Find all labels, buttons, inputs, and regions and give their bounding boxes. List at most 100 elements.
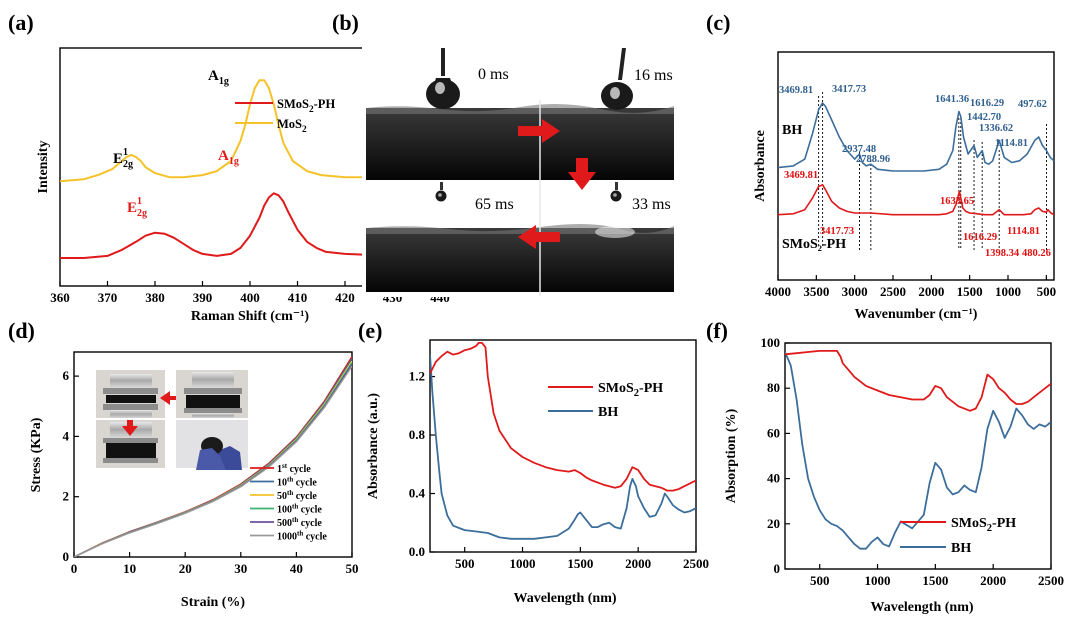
panel-d-inset-photos xyxy=(96,370,248,470)
panel-e-frame xyxy=(429,339,697,553)
panel-f-x-tick-label: 500 xyxy=(810,573,830,588)
panel-c-x-tick-label: 1500 xyxy=(957,284,983,299)
panel-f-frame xyxy=(784,342,1052,570)
panel-f-x-tick-label: 1500 xyxy=(922,573,948,588)
time-16ms: 16 ms xyxy=(634,67,673,84)
panel-d-x-tick-label: 30 xyxy=(234,561,247,576)
panel-c-series-label-smos2: SMoS₂-PH xyxy=(782,237,846,252)
legend-label: BH xyxy=(951,541,971,556)
panel-d-x-tick-label: 0 xyxy=(71,561,78,576)
panel-b-droplet-photo: 0 ms 16 ms 65 ms 33 ms xyxy=(362,45,678,297)
inset-arrow-left xyxy=(160,391,176,405)
panel-a-peak-label: A1g xyxy=(208,68,229,87)
surface-top xyxy=(366,108,674,180)
panel-d-x-tick-label: 20 xyxy=(179,561,192,576)
panel-f-xlabel: Wavelength (nm) xyxy=(870,600,973,615)
panel-f-series-smos2-ph xyxy=(785,349,1051,412)
panel-f-ylabel: Absorption (%) xyxy=(724,408,739,503)
panel-d-ylabel: Stress (KPa) xyxy=(29,417,44,492)
panel-f-x-tick-label: 2000 xyxy=(980,573,1006,588)
panel-d-y-tick-label: 0 xyxy=(63,549,70,564)
panel-e-x-tick-label: 2000 xyxy=(625,556,651,571)
panel-a-x-tick-label: 410 xyxy=(288,290,308,305)
panel-label-a: (a) xyxy=(8,10,34,35)
panel-c-peak-label-bh: 1114.81 xyxy=(995,138,1028,149)
time-33ms: 33 ms xyxy=(632,196,671,213)
panel-e-xlabel: Wavelength (nm) xyxy=(513,591,616,606)
panel-d-frame xyxy=(73,351,353,558)
surface-bottom xyxy=(366,228,674,292)
panel-d-legend-label: 10th cycle xyxy=(277,476,317,489)
arrow-down xyxy=(568,158,596,190)
panel-a-series-mos2 xyxy=(60,79,440,183)
panel-e-series-smos2-ph xyxy=(430,341,696,492)
panel-e-y-tick-label: 0.4 xyxy=(409,486,426,501)
panel-e-ylabel: Absorbance (a.u.) xyxy=(366,393,381,500)
panel-d-legend-label: 50th cycle xyxy=(277,489,317,502)
panel-a-x-tick-label: 380 xyxy=(145,290,165,305)
panel-c-peak-label-smos2: 1616.29 xyxy=(963,232,997,243)
panel-c-x-tick-label: 4000 xyxy=(765,284,791,299)
panel-label-e: (e) xyxy=(358,318,382,343)
panel-c-peak-label-bh: 2937.48 xyxy=(842,144,876,155)
arrow-right xyxy=(518,119,560,143)
panel-f-y-tick-label: 20 xyxy=(767,516,780,531)
panel-c-peak-label-smos2: 1633.65 xyxy=(940,196,974,207)
legend-label: SMoS2-PH xyxy=(598,381,663,399)
panel-c-x-tick-label: 1000 xyxy=(995,284,1021,299)
panel-d-xlabel: Strain (%) xyxy=(181,595,246,610)
panel-d-legend-label: 1000th cycle xyxy=(277,530,327,543)
panel-c-peak-label-bh: 1616.29 xyxy=(970,98,1004,109)
panel-c-peak-label-bh: 497.62 xyxy=(1018,99,1047,110)
panel-f-x-tick-label: 1000 xyxy=(865,573,891,588)
panel-c-x-tick-label: 2500 xyxy=(880,284,906,299)
panel-label-f: (f) xyxy=(706,318,728,343)
panel-c-peak-label-bh: 1641.36 xyxy=(935,94,969,105)
legend-label: SMoS2-PH xyxy=(951,516,1016,534)
panel-label-b: (b) xyxy=(332,10,359,35)
legend-label: SMoS2-PH xyxy=(277,97,335,115)
panel-a-x-tick-label: 390 xyxy=(193,290,213,305)
panel-a-x-tick-label: 420 xyxy=(335,290,355,305)
panel-c-peak-label-bh: 1336.62 xyxy=(979,123,1013,134)
panel-f-series-bh xyxy=(785,351,1051,550)
panel-a-ylabel: Intensity xyxy=(36,141,51,194)
panel-c-x-tick-label: 2000 xyxy=(918,284,944,299)
panel-f-y-tick-label: 40 xyxy=(767,471,780,486)
panel-d-y-tick-label: 6 xyxy=(63,368,70,383)
panel-f-y-tick-label: 80 xyxy=(767,380,780,395)
panel-a-series-smos2-ph xyxy=(60,192,440,259)
panel-c-x-tick-label: 3500 xyxy=(803,284,829,299)
panel-d-y-tick-label: 4 xyxy=(63,428,70,443)
panel-a-x-tick-label: 360 xyxy=(50,290,70,305)
time-65ms: 65 ms xyxy=(475,196,514,213)
panel-d-legend-label: 100th cycle xyxy=(277,503,322,516)
panel-e-x-tick-label: 500 xyxy=(455,556,475,571)
panel-d-legend-label: 500th cycle xyxy=(277,516,322,529)
panel-c-peak-label-smos2: 3469.81 xyxy=(784,170,818,181)
panel-c-frame xyxy=(777,51,1055,281)
panel-c-series-label-bh: BH xyxy=(782,123,802,138)
panel-a-x-tick-label: 370 xyxy=(98,290,118,305)
panel-a-xlabel: Raman Shift (cm⁻¹) xyxy=(191,309,309,324)
arrow-left xyxy=(518,225,560,249)
time-0ms: 0 ms xyxy=(478,66,509,83)
panel-c-peak-label-smos2: 1114.81 xyxy=(1007,226,1040,237)
panel-c-peak-label-bh: 2788.96 xyxy=(856,154,890,165)
panel-e-y-tick-label: 0.0 xyxy=(409,544,425,559)
panel-a-peak-label: A1g xyxy=(218,148,239,167)
panel-c-peak-label-bh: 1442.70 xyxy=(967,112,1001,123)
panel-e-x-tick-label: 2500 xyxy=(683,556,709,571)
panel-d-x-tick-label: 10 xyxy=(123,561,136,576)
panel-e-x-tick-label: 1500 xyxy=(567,556,593,571)
panel-d-y-tick-label: 2 xyxy=(63,489,70,504)
panel-c-peak-label-smos2: 3417.73 xyxy=(820,226,854,237)
